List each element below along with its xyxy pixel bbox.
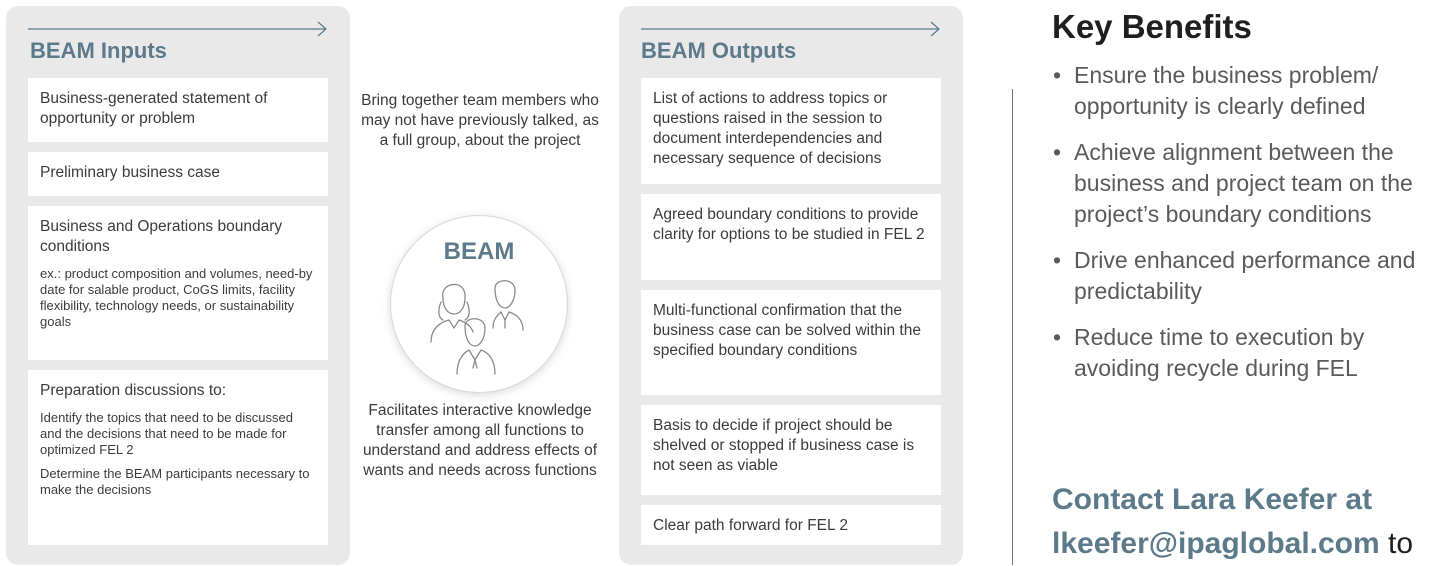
vertical-divider xyxy=(1012,89,1013,565)
inputs-arrow-icon xyxy=(28,21,328,37)
input-item-note: ex.: product composition and volumes, ne… xyxy=(40,266,313,329)
contact-email-link[interactable]: lkeefer@ipaglobal.com xyxy=(1052,527,1380,560)
bullet-icon: • xyxy=(1053,62,1062,88)
output-item: Agreed boundary conditions to provide cl… xyxy=(641,194,941,280)
output-item: Multi-functional confirmation that the b… xyxy=(641,290,941,395)
output-item: Clear path forward for FEL 2 xyxy=(641,505,941,545)
output-item-text: Agreed boundary conditions to provide cl… xyxy=(653,206,925,243)
contact-block: Contact Lara Keefer at lkeefer@ipaglobal… xyxy=(1052,478,1447,566)
inputs-title: BEAM Inputs xyxy=(30,38,167,63)
bullet-icon: • xyxy=(1053,324,1062,350)
beam-label: BEAM xyxy=(443,238,515,265)
output-item: Basis to decide if project should be she… xyxy=(641,405,941,495)
output-item-text: Multi-functional confirmation that the b… xyxy=(653,302,921,359)
contact-line: Contact Lara Keefer at xyxy=(1052,483,1373,516)
bullet-icon: • xyxy=(1053,247,1062,273)
center-top-text: Bring together team members who may not … xyxy=(361,92,599,149)
input-item-text: Business and Operations boundary conditi… xyxy=(40,218,283,255)
input-item-subpoint: Determine the BEAM participants necessar… xyxy=(40,466,310,497)
bullet-icon: • xyxy=(1053,139,1062,165)
people-group-icon xyxy=(427,268,531,383)
input-item-text: Preparation discussions to: xyxy=(40,382,227,399)
benefit-text: Drive enhanced performance and predictab… xyxy=(1074,247,1416,304)
outputs-title: BEAM Outputs xyxy=(641,38,797,63)
output-item-text: List of actions to address topics or que… xyxy=(653,90,888,167)
benefit-item: • Ensure the business problem/ opportunit… xyxy=(1053,60,1443,122)
output-item-text: Basis to decide if project should be she… xyxy=(653,417,915,474)
benefit-text: Reduce time to execution by avoiding rec… xyxy=(1074,324,1365,381)
benefit-item: • Reduce time to execution by avoiding re… xyxy=(1053,322,1443,384)
key-benefits-title: Key Benefits xyxy=(1052,8,1252,45)
input-item-text: Preliminary business case xyxy=(40,164,221,181)
benefit-text: Ensure the business problem/ opportunity… xyxy=(1074,62,1379,119)
input-item: Business and Operations boundary conditi… xyxy=(28,206,328,360)
input-item: Business-generated statement of opportun… xyxy=(28,78,328,142)
benefit-item: • Drive enhanced performance and predicta… xyxy=(1053,245,1443,307)
outputs-arrow-icon xyxy=(641,21,941,37)
contact-email-line: lkeefer@ipaglobal.com to xyxy=(1052,522,1447,566)
benefits-list: • Ensure the business problem/ opportunit… xyxy=(1053,60,1443,399)
input-item-text: Business-generated statement of opportun… xyxy=(40,90,268,127)
input-item-subpoint: Identify the topics that need to be disc… xyxy=(40,410,293,457)
contact-tail: to xyxy=(1379,527,1414,560)
beam-circle: BEAM xyxy=(391,216,567,392)
input-item: Preliminary business case xyxy=(28,152,328,196)
input-item: Preparation discussions to: Identify the… xyxy=(28,370,328,545)
benefit-item: • Achieve alignment between the business … xyxy=(1053,137,1443,230)
center-bottom-text: Facilitates interactive knowledge transf… xyxy=(362,402,598,479)
output-item: List of actions to address topics or que… xyxy=(641,78,941,184)
benefit-text: Achieve alignment between the business a… xyxy=(1074,139,1413,227)
output-item-text: Clear path forward for FEL 2 xyxy=(653,517,848,534)
